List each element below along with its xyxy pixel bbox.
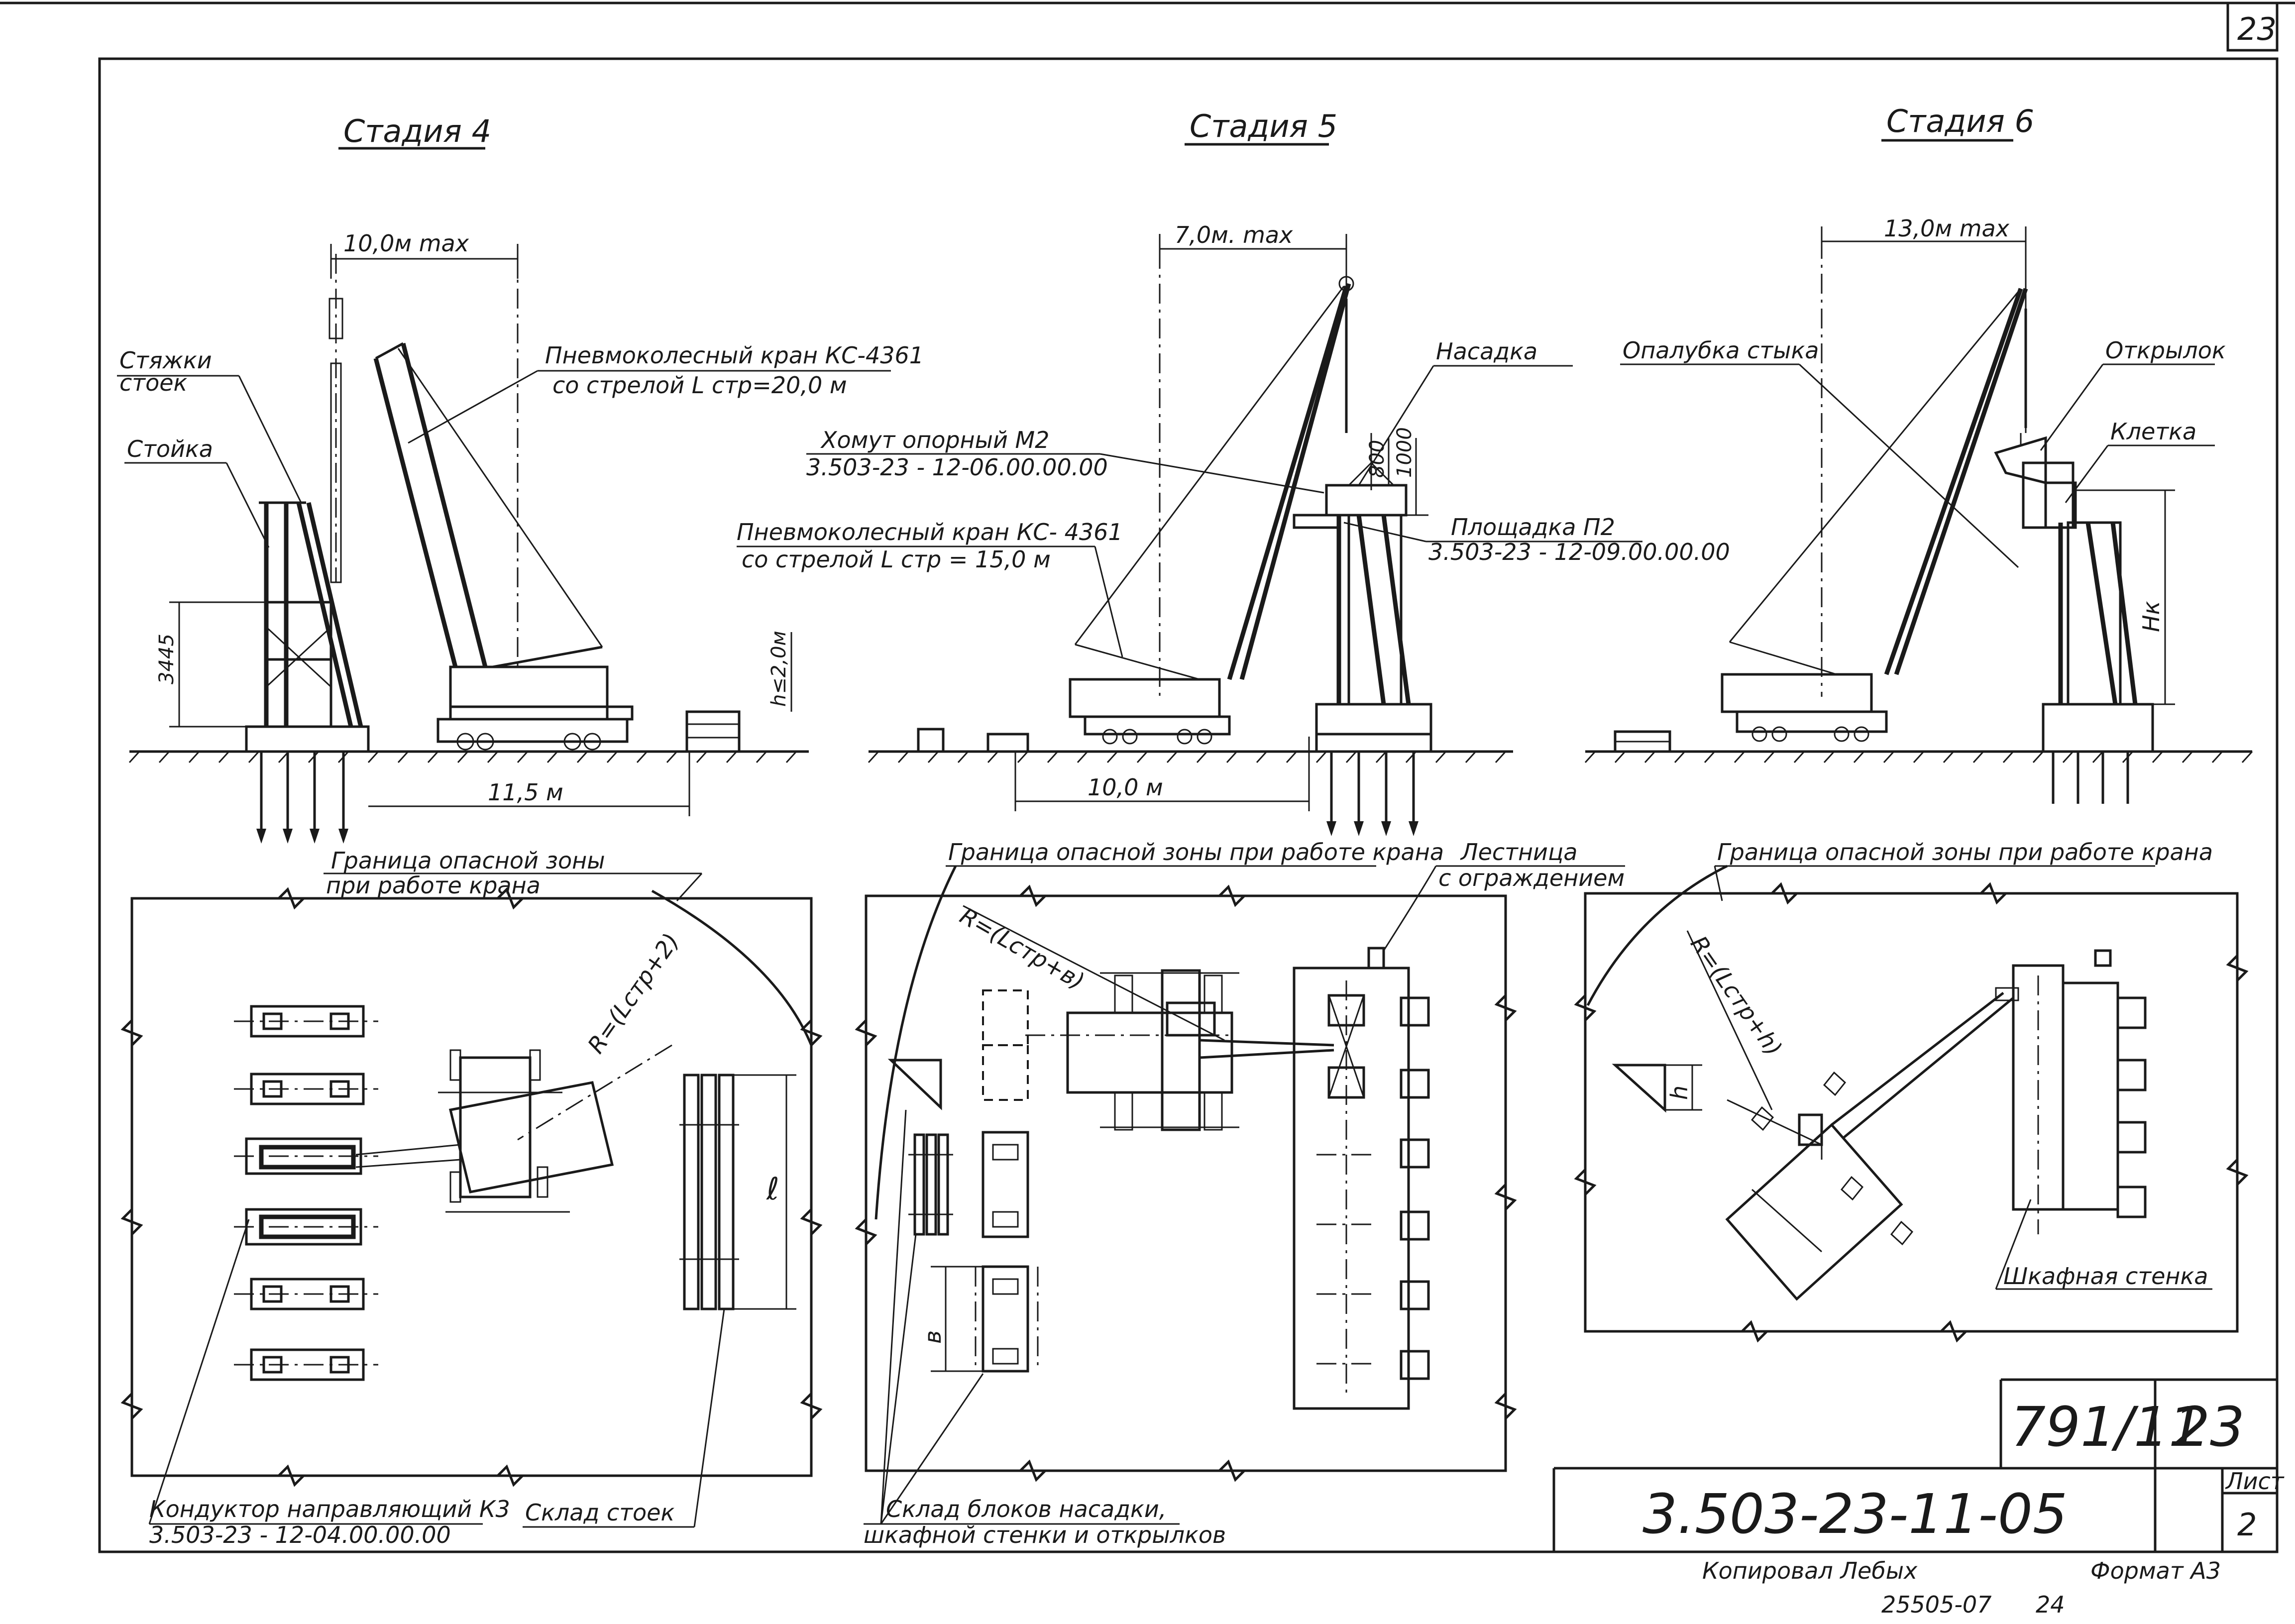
stage4-ground-dim: 11,5 м xyxy=(488,779,563,806)
stage5-store-line2: шкафной стенки и открылков xyxy=(864,1521,1226,1548)
stage5-store-line1: Склад блоков насадки, xyxy=(886,1496,1166,1522)
stage6-plan: h R=(Lстр+h) Граница опасной зоны при ра… xyxy=(1574,839,2249,1343)
stage4-conductor-line1: Кондуктор направляющий К3 xyxy=(149,1496,510,1522)
stage5-platform-line1: Площадка П2 xyxy=(1451,514,1615,541)
stage4-bay-dim: ℓ xyxy=(766,1171,779,1207)
stage5-radius: R=(Lстр+в) xyxy=(956,902,1090,995)
copied-by-note: Копировал Лебых xyxy=(1702,1557,1918,1584)
stage5-ground-dim: 10,0 м xyxy=(1088,774,1163,801)
stage4-post-label: Стойка xyxy=(127,435,213,462)
stage4-radius: R=(Lстр+2) xyxy=(582,928,684,1058)
stage4-height-dim: 3445 xyxy=(155,634,178,684)
stage4-stack-dim: h≤2,0м xyxy=(767,631,790,707)
stage4-store-label: Склад стоек xyxy=(525,1499,674,1526)
archive-stamp-number: 24 xyxy=(2036,1591,2065,1618)
stage4-ties-label-line2: стоек xyxy=(119,369,188,396)
format-note: Формат А3 xyxy=(2090,1557,2221,1584)
title-block xyxy=(1552,1378,2277,1552)
stage5-ladder-line2: с ограждением xyxy=(1438,865,1625,891)
stage4-crane-label-line2: со стрелой L стр=20,0 м xyxy=(552,372,847,399)
drawing-code: 3.503-23-11-05 xyxy=(1642,1482,2068,1546)
stage4-crane-label-line1: Пневмоколесный кран КС-4361 xyxy=(545,342,924,369)
stage6-wing-label: Открылок xyxy=(2105,337,2226,364)
stage6-cage-label: Клетка xyxy=(2110,418,2196,445)
project-number: 791/11 xyxy=(2011,1395,2203,1459)
stage4-danger-zone-line2: при работе крана xyxy=(326,872,541,899)
stage5-dim-800: 800 xyxy=(1366,440,1389,478)
stage6-backwall-label: Шкафная стенка xyxy=(2003,1263,2208,1290)
stage5-dimensions: 7,0м. max 10,0 м 800 1000 Насадка Хомут … xyxy=(737,221,1730,811)
stage5-plan: в R=(Lстр+в) Граница опасной зоны при ра… xyxy=(855,839,1625,1548)
stage5-boom-reach: 7,0м. max xyxy=(1175,221,1293,248)
stage6-elevation: Стадия 6 xyxy=(1584,103,2253,804)
stage4-ties-label-line1: Стяжки xyxy=(119,347,212,374)
stage5-bay-dim: в xyxy=(919,1330,946,1344)
stage4-boom-reach: 10,0м max xyxy=(343,230,469,257)
corner-sheet-number: 23 xyxy=(2237,11,2277,47)
project-sheet-number: 23 xyxy=(2175,1395,2245,1459)
stage5-clamp-label-line2: 3.503-23 - 12-06.00.00.00 xyxy=(806,454,1108,481)
stage6-title: Стадия 6 xyxy=(1886,103,2034,139)
archive-stamp-code: 25505-07 xyxy=(1881,1591,1991,1618)
stage6-dimensions: 13,0м max Нк Опалубка стыка Открылок Кле… xyxy=(1620,215,2226,705)
stage6-danger-zone: Граница опасной зоны при работе крана xyxy=(1717,839,2213,866)
stage5-title: Стадия 5 xyxy=(1190,108,1337,144)
stage5-crane-label-line2: со стрелой L стр = 15,0 м xyxy=(742,546,1051,573)
sheet-frame xyxy=(0,1,2295,1553)
stage4-danger-zone-line1: Граница опасной зоны xyxy=(331,847,605,874)
list-label: Лист xyxy=(2225,1468,2285,1495)
stage5-clamp-label-line1: Хомут опорный М2 xyxy=(820,427,1049,453)
stage5-cap-label: Насадка xyxy=(1436,338,1537,365)
stage6-height-label: Нк xyxy=(2138,601,2165,632)
stage4-plan: ℓ R=(Lстр+2) Граница опасной зоны при ра… xyxy=(120,847,823,1548)
stage5-danger-zone: Граница опасной зоны при работе крана xyxy=(948,839,1444,866)
stage5-elevation: Стадия 5 xyxy=(868,108,1513,836)
stage5-ladder-line1: Лестница xyxy=(1460,839,1577,866)
list-number: 2 xyxy=(2237,1507,2257,1543)
stage5-crane-label-line1: Пневмоколесный кран КС- 4361 xyxy=(737,519,1123,545)
stage6-formwork-label: Опалубка стыка xyxy=(1623,337,1819,364)
stage6-bay-dim: h xyxy=(1666,1085,1693,1100)
stage4-elevation: Стадия 4 xyxy=(128,113,809,844)
stage6-radius: R=(Lстр+h) xyxy=(1685,931,1787,1061)
stage4-dimensions: 10,0м max 3445 11,5 м h≤2,0м Стяжки стое… xyxy=(117,230,924,816)
stage4-title: Стадия 4 xyxy=(343,113,491,149)
stage5-platform-line2: 3.503-23 - 12-09.00.00.00 xyxy=(1428,539,1730,565)
stage6-boom-reach: 13,0м max xyxy=(1884,215,2010,242)
stage4-conductor-line2: 3.503-23 - 12-04.00.00.00 xyxy=(149,1521,451,1548)
stage5-dim-1000: 1000 xyxy=(1393,427,1416,478)
